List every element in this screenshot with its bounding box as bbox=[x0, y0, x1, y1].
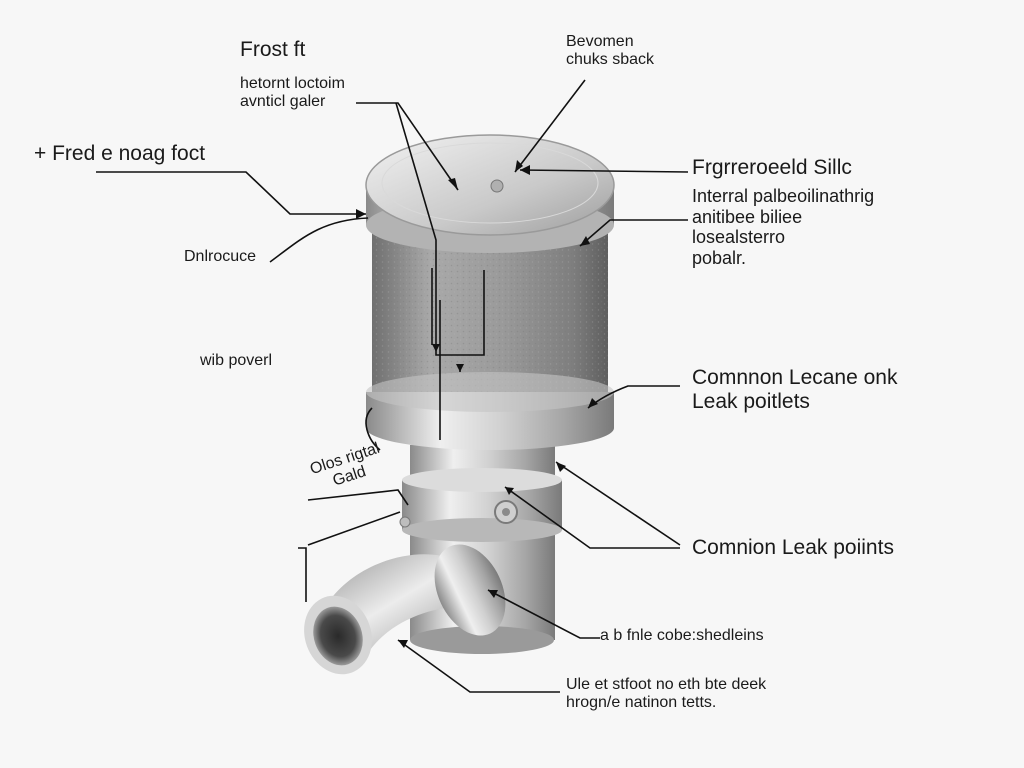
right-description: Interral palbeoilinathrig anitibee bilie… bbox=[692, 186, 874, 269]
leader-arrowheads bbox=[356, 160, 598, 648]
collar-bolt-icon bbox=[494, 500, 518, 524]
lower-right-label-2: Ule et stfoot no eth bte deek hrogn/e na… bbox=[566, 676, 766, 713]
top-left-title: Frost ft bbox=[240, 38, 306, 61]
left-mid-label: + Fred e noag foct bbox=[34, 142, 206, 165]
top-center-label: Bevomen chuks sback bbox=[566, 33, 654, 70]
top-center-label-line: Bevomen bbox=[566, 33, 634, 50]
lower-right-label-1: a b fnle cobe:shedleins bbox=[600, 627, 764, 644]
lower-right-label-2-line: hrogn/e natinon tetts. bbox=[566, 694, 717, 712]
top-left-subtitle-line: avnticl galer bbox=[240, 93, 326, 111]
main-canister bbox=[365, 134, 615, 450]
right-description-line: losealsterro bbox=[692, 227, 786, 248]
top-center-label-line: chuks sback bbox=[566, 51, 655, 69]
right-description-line: pobalr. bbox=[692, 248, 747, 269]
common-leak-upper-line: Leak poitlets bbox=[692, 390, 810, 414]
cap-vent-icon bbox=[490, 179, 504, 193]
common-leak-lower-label: Comnion Leak poiints bbox=[692, 536, 894, 559]
left-small-label: Dnlrocuce bbox=[184, 248, 257, 265]
right-description-line: anitibee biliee bbox=[692, 206, 803, 227]
top-left-subtitle: hetornt loctoim avnticl galer bbox=[240, 75, 345, 112]
leader-lines bbox=[96, 79, 689, 693]
top-left-subtitle-line: hetornt loctoim bbox=[240, 75, 345, 92]
left-lower-label: wib poverl bbox=[200, 352, 273, 369]
right-title: Frgrreroeeld Sillc bbox=[692, 156, 852, 179]
common-leak-upper-line: Comnnon Lecane onk bbox=[692, 366, 898, 389]
common-leak-upper-label: Comnnon Lecane onk Leak poitlets bbox=[692, 366, 897, 414]
outlet-elbow bbox=[304, 544, 506, 675]
right-description-line: Interral palbeoilinathrig bbox=[692, 186, 875, 206]
lower-right-label-2-line: Ule et stfoot no eth bte deek bbox=[566, 676, 767, 693]
